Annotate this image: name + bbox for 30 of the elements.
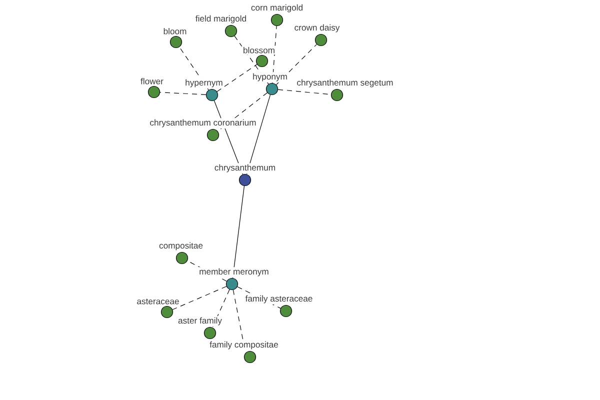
node-label: field marigold — [196, 15, 246, 24]
node-label: crown daisy — [294, 24, 340, 32]
dashed-line — [276, 44, 318, 86]
dashed-line — [216, 64, 258, 92]
node-label: compositae — [159, 242, 203, 250]
dashed-line — [172, 286, 227, 310]
node-label: family compositae — [210, 341, 278, 350]
node-label: chrysanthemum — [214, 164, 275, 172]
dashed-line — [232, 290, 244, 340]
connector-line — [246, 94, 271, 174]
node-label: hyponym — [253, 73, 287, 82]
dashed-line — [160, 92, 206, 95]
dashed-line — [237, 286, 281, 309]
node-label: chrysanthemum segetum — [297, 79, 393, 88]
dashed-line — [212, 289, 230, 328]
node-label: chrysanthemum coronarium — [150, 119, 256, 128]
node-label: hypernym — [186, 79, 222, 88]
node-label: member meronym — [200, 268, 268, 276]
node-label: aster family — [178, 317, 222, 326]
node-label: blossom — [244, 47, 274, 54]
node-label: flower — [140, 78, 164, 84]
node-label: asteraceae — [137, 298, 179, 304]
dashed-line — [234, 36, 269, 84]
connector-line — [214, 100, 244, 175]
dashed-line — [179, 46, 209, 90]
dashed-line — [272, 26, 277, 84]
node-label: corn marigold — [251, 4, 302, 12]
node-label: family asteraceae — [245, 295, 312, 304]
node-label: bloom — [164, 28, 186, 34]
connector-line — [232, 186, 245, 278]
